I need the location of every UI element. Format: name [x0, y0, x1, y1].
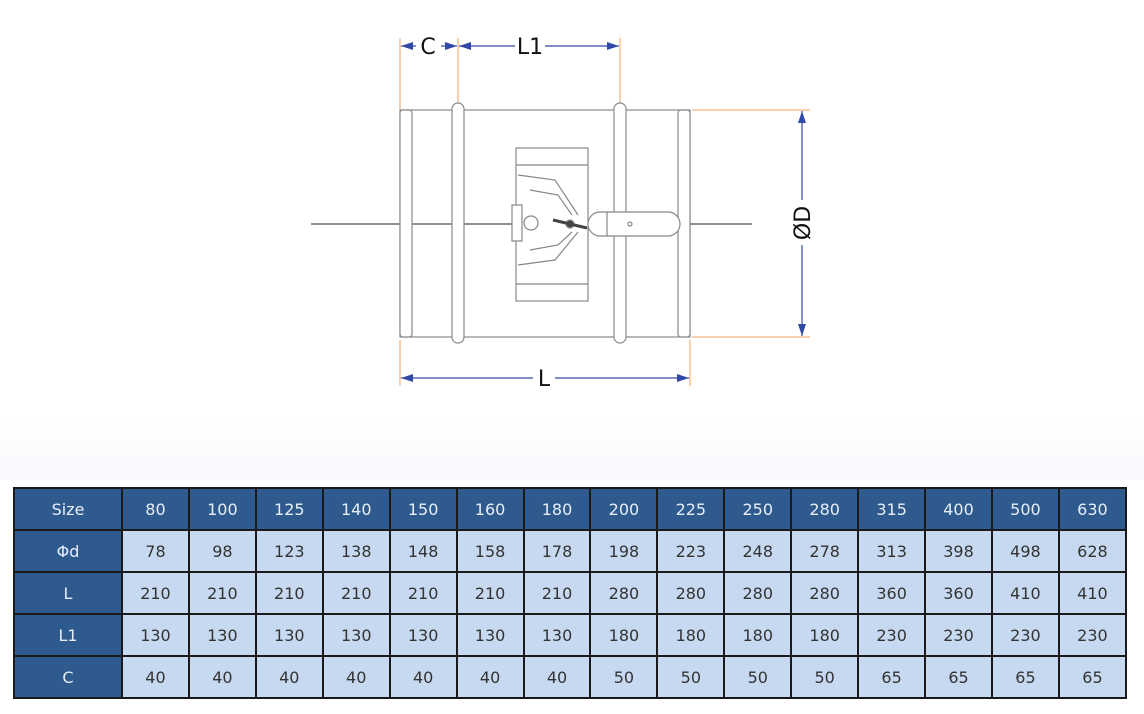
table-cell: 313: [857, 529, 927, 573]
dim-label-l: L: [538, 367, 551, 392]
table-cell: 210: [187, 571, 257, 615]
table-cell: 360: [857, 571, 927, 615]
table-cell: 180: [723, 613, 793, 657]
table-cell: 180: [589, 613, 659, 657]
table-cell: 50: [656, 655, 726, 699]
table-cell: 280: [723, 571, 793, 615]
size-header-cell: 150: [388, 487, 458, 531]
table-cell: 198: [589, 529, 659, 573]
table-cell: 280: [589, 571, 659, 615]
table-cell: 230: [924, 613, 993, 657]
table-cell: 40: [121, 655, 190, 699]
extension-lines: [399, 38, 810, 386]
table-cell: 180: [656, 613, 726, 657]
table-cell: 210: [388, 571, 458, 615]
damper-technical-drawing: C L1 L ØD: [311, 35, 816, 392]
table-cell: 410: [990, 571, 1060, 615]
background-fade: [0, 420, 1144, 480]
table-cell: 210: [455, 571, 525, 615]
table-cell: 40: [388, 655, 458, 699]
row-header: Size: [13, 487, 123, 531]
table-cell: 40: [254, 655, 324, 699]
dim-label-l1: L1: [517, 35, 543, 60]
dim-label-c: C: [420, 35, 435, 60]
table-cell: 230: [1057, 613, 1128, 657]
table-cell: 130: [388, 613, 458, 657]
table-cell: 130: [522, 613, 592, 657]
table-cell: 40: [455, 655, 525, 699]
table-cell: 40: [522, 655, 592, 699]
table-cell: 178: [522, 529, 592, 573]
size-header-cell: 400: [924, 487, 993, 531]
size-header-cell: 200: [589, 487, 659, 531]
table-cell: 628: [1057, 529, 1128, 573]
table-cell: 278: [790, 529, 860, 573]
table-cell: 280: [790, 571, 860, 615]
table-cell: 130: [321, 613, 391, 657]
table-cell: 98: [187, 529, 257, 573]
size-header-cell: 100: [187, 487, 257, 531]
table-cell: 130: [254, 613, 324, 657]
row-header: L1: [13, 613, 123, 657]
table-cell: 65: [990, 655, 1060, 699]
size-header-cell: 180: [522, 487, 592, 531]
dim-label-diameter: ØD: [791, 206, 816, 240]
table-cell: 230: [990, 613, 1060, 657]
table-cell: 130: [455, 613, 525, 657]
table-cell: 210: [522, 571, 592, 615]
table-cell: 123: [254, 529, 324, 573]
table-cell: 65: [924, 655, 993, 699]
size-header-cell: 315: [857, 487, 927, 531]
table-cell: 65: [857, 655, 927, 699]
size-header-cell: 250: [723, 487, 793, 531]
table-cell: 138: [321, 529, 391, 573]
row-header: C: [13, 655, 123, 699]
table-cell: 78: [121, 529, 190, 573]
damper-body: [399, 102, 691, 344]
table-cell: 50: [723, 655, 793, 699]
table-cell: 230: [857, 613, 927, 657]
table-cell: 210: [321, 571, 391, 615]
table-cell: 50: [589, 655, 659, 699]
size-header-cell: 225: [656, 487, 726, 531]
table-cell: 130: [121, 613, 190, 657]
size-header-cell: 140: [321, 487, 391, 531]
table-cell: 210: [254, 571, 324, 615]
size-header-cell: 160: [455, 487, 525, 531]
table-cell: 50: [790, 655, 860, 699]
table-cell: 223: [656, 529, 726, 573]
dimension-lines: [401, 42, 806, 382]
table-cell: 40: [321, 655, 391, 699]
table-cell: 410: [1057, 571, 1128, 615]
table-cell: 210: [121, 571, 190, 615]
table-cell: 360: [924, 571, 993, 615]
size-header-cell: 125: [254, 487, 324, 531]
table-cell: 398: [924, 529, 993, 573]
size-header-cell: 80: [121, 487, 190, 531]
size-header-cell: 500: [990, 487, 1060, 531]
table-cell: 148: [388, 529, 458, 573]
table-cell: 248: [723, 529, 793, 573]
table-cell: 40: [187, 655, 257, 699]
table-cell: 280: [656, 571, 726, 615]
row-header: Φd: [13, 529, 123, 573]
size-header-cell: 280: [790, 487, 860, 531]
table-cell: 180: [790, 613, 860, 657]
table-cell: 65: [1057, 655, 1128, 699]
table-cell: 158: [455, 529, 525, 573]
table-cell: 130: [187, 613, 257, 657]
row-header: L: [13, 571, 123, 615]
size-header-cell: 630: [1057, 487, 1128, 531]
table-cell: 498: [990, 529, 1060, 573]
